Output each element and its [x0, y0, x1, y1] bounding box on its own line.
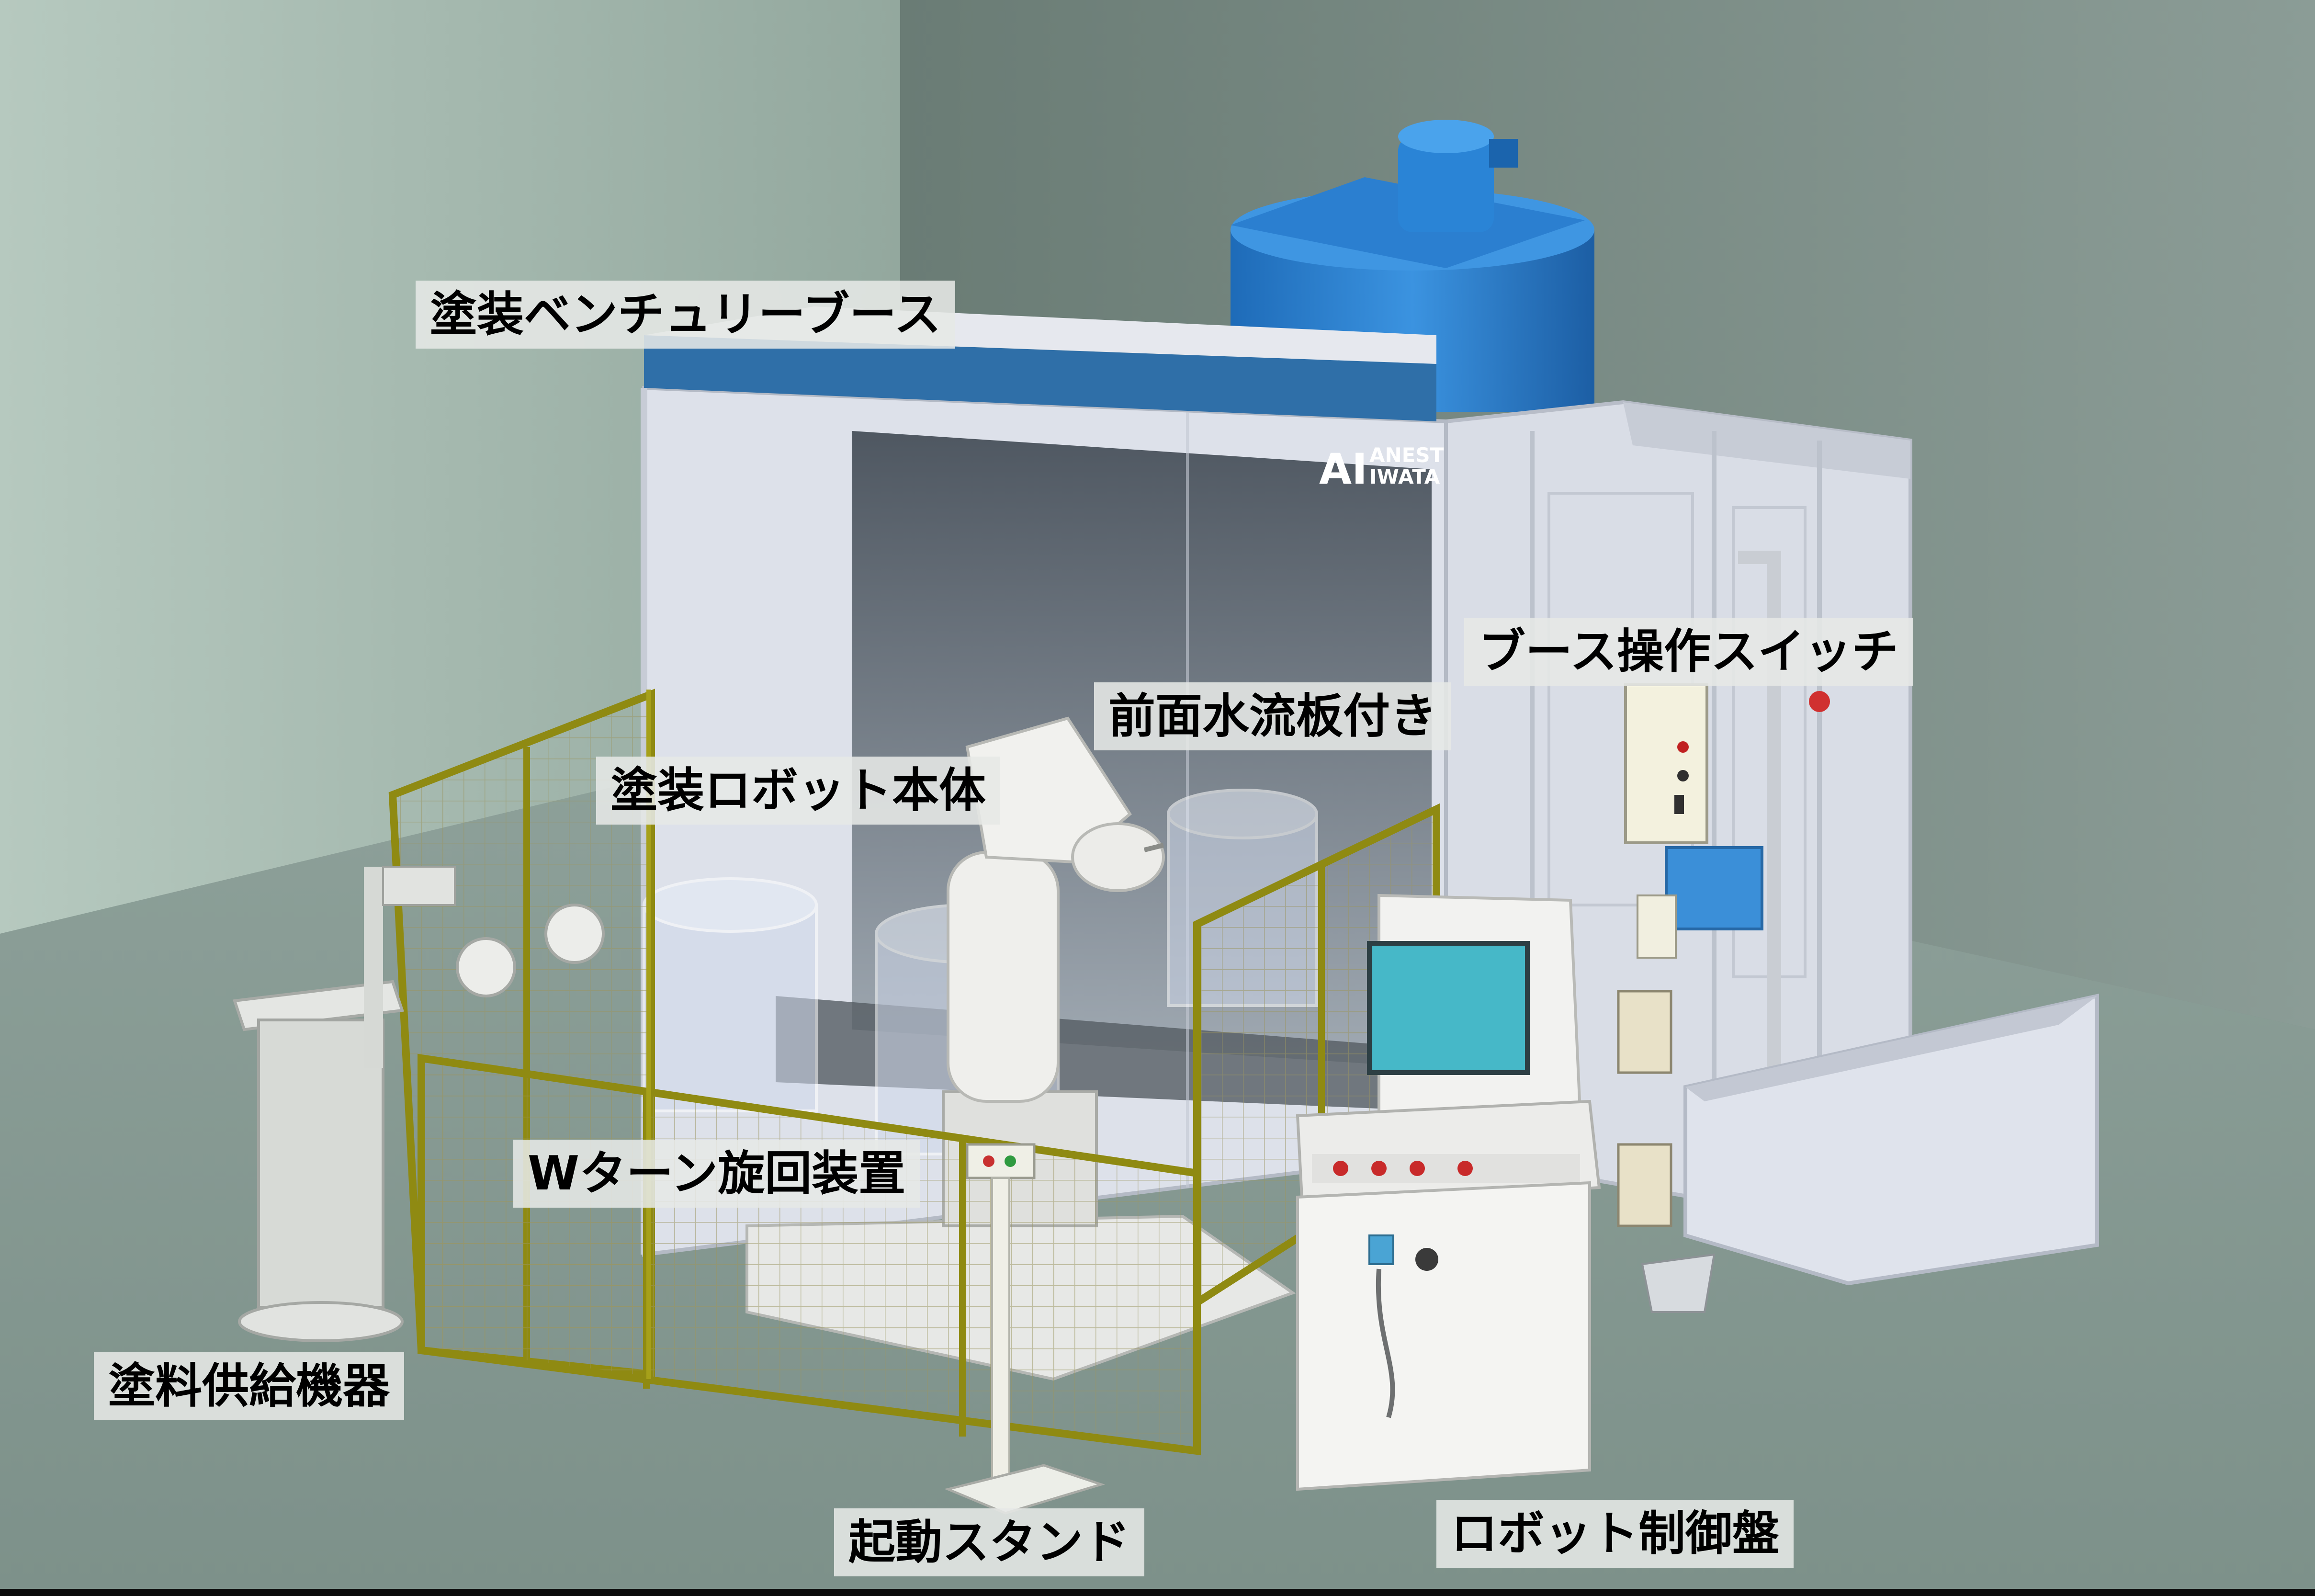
start-stand	[944, 1143, 1106, 1515]
exhaust-fan-tank	[1231, 120, 1594, 412]
label-booth-switch: ブース操作スイッチ	[1464, 618, 1913, 686]
valve-handle-icon	[1809, 691, 1830, 712]
controller-screen	[1367, 941, 1530, 1075]
label-water-curtain: 前面水流板付き	[1094, 682, 1452, 750]
booth-switch-box	[1624, 683, 1708, 844]
label-painting-robot: 塗装ロボット本体	[596, 757, 1001, 825]
label-w-turn-unit: Wターン旋回装置	[513, 1140, 920, 1208]
svg-text:ANEST: ANEST	[1369, 443, 1444, 467]
label-robot-controller: ロボット制御盤	[1436, 1500, 1794, 1568]
anest-iwata-logo: AI ANEST IWATA	[1319, 443, 1444, 494]
paint-supply-equipment	[232, 866, 605, 1342]
label-venturi-booth: 塗装ベンチュリーブース	[416, 281, 956, 349]
label-paint-supply: 塗料供給機器	[94, 1352, 405, 1420]
svg-text:IWATA: IWATA	[1369, 465, 1440, 488]
label-start-stand: 起動スタンド	[834, 1508, 1145, 1576]
bottom-border	[0, 1589, 2315, 1596]
robot-controller-cabinet	[1296, 894, 1601, 1491]
svg-text:AI: AI	[1319, 444, 1367, 494]
